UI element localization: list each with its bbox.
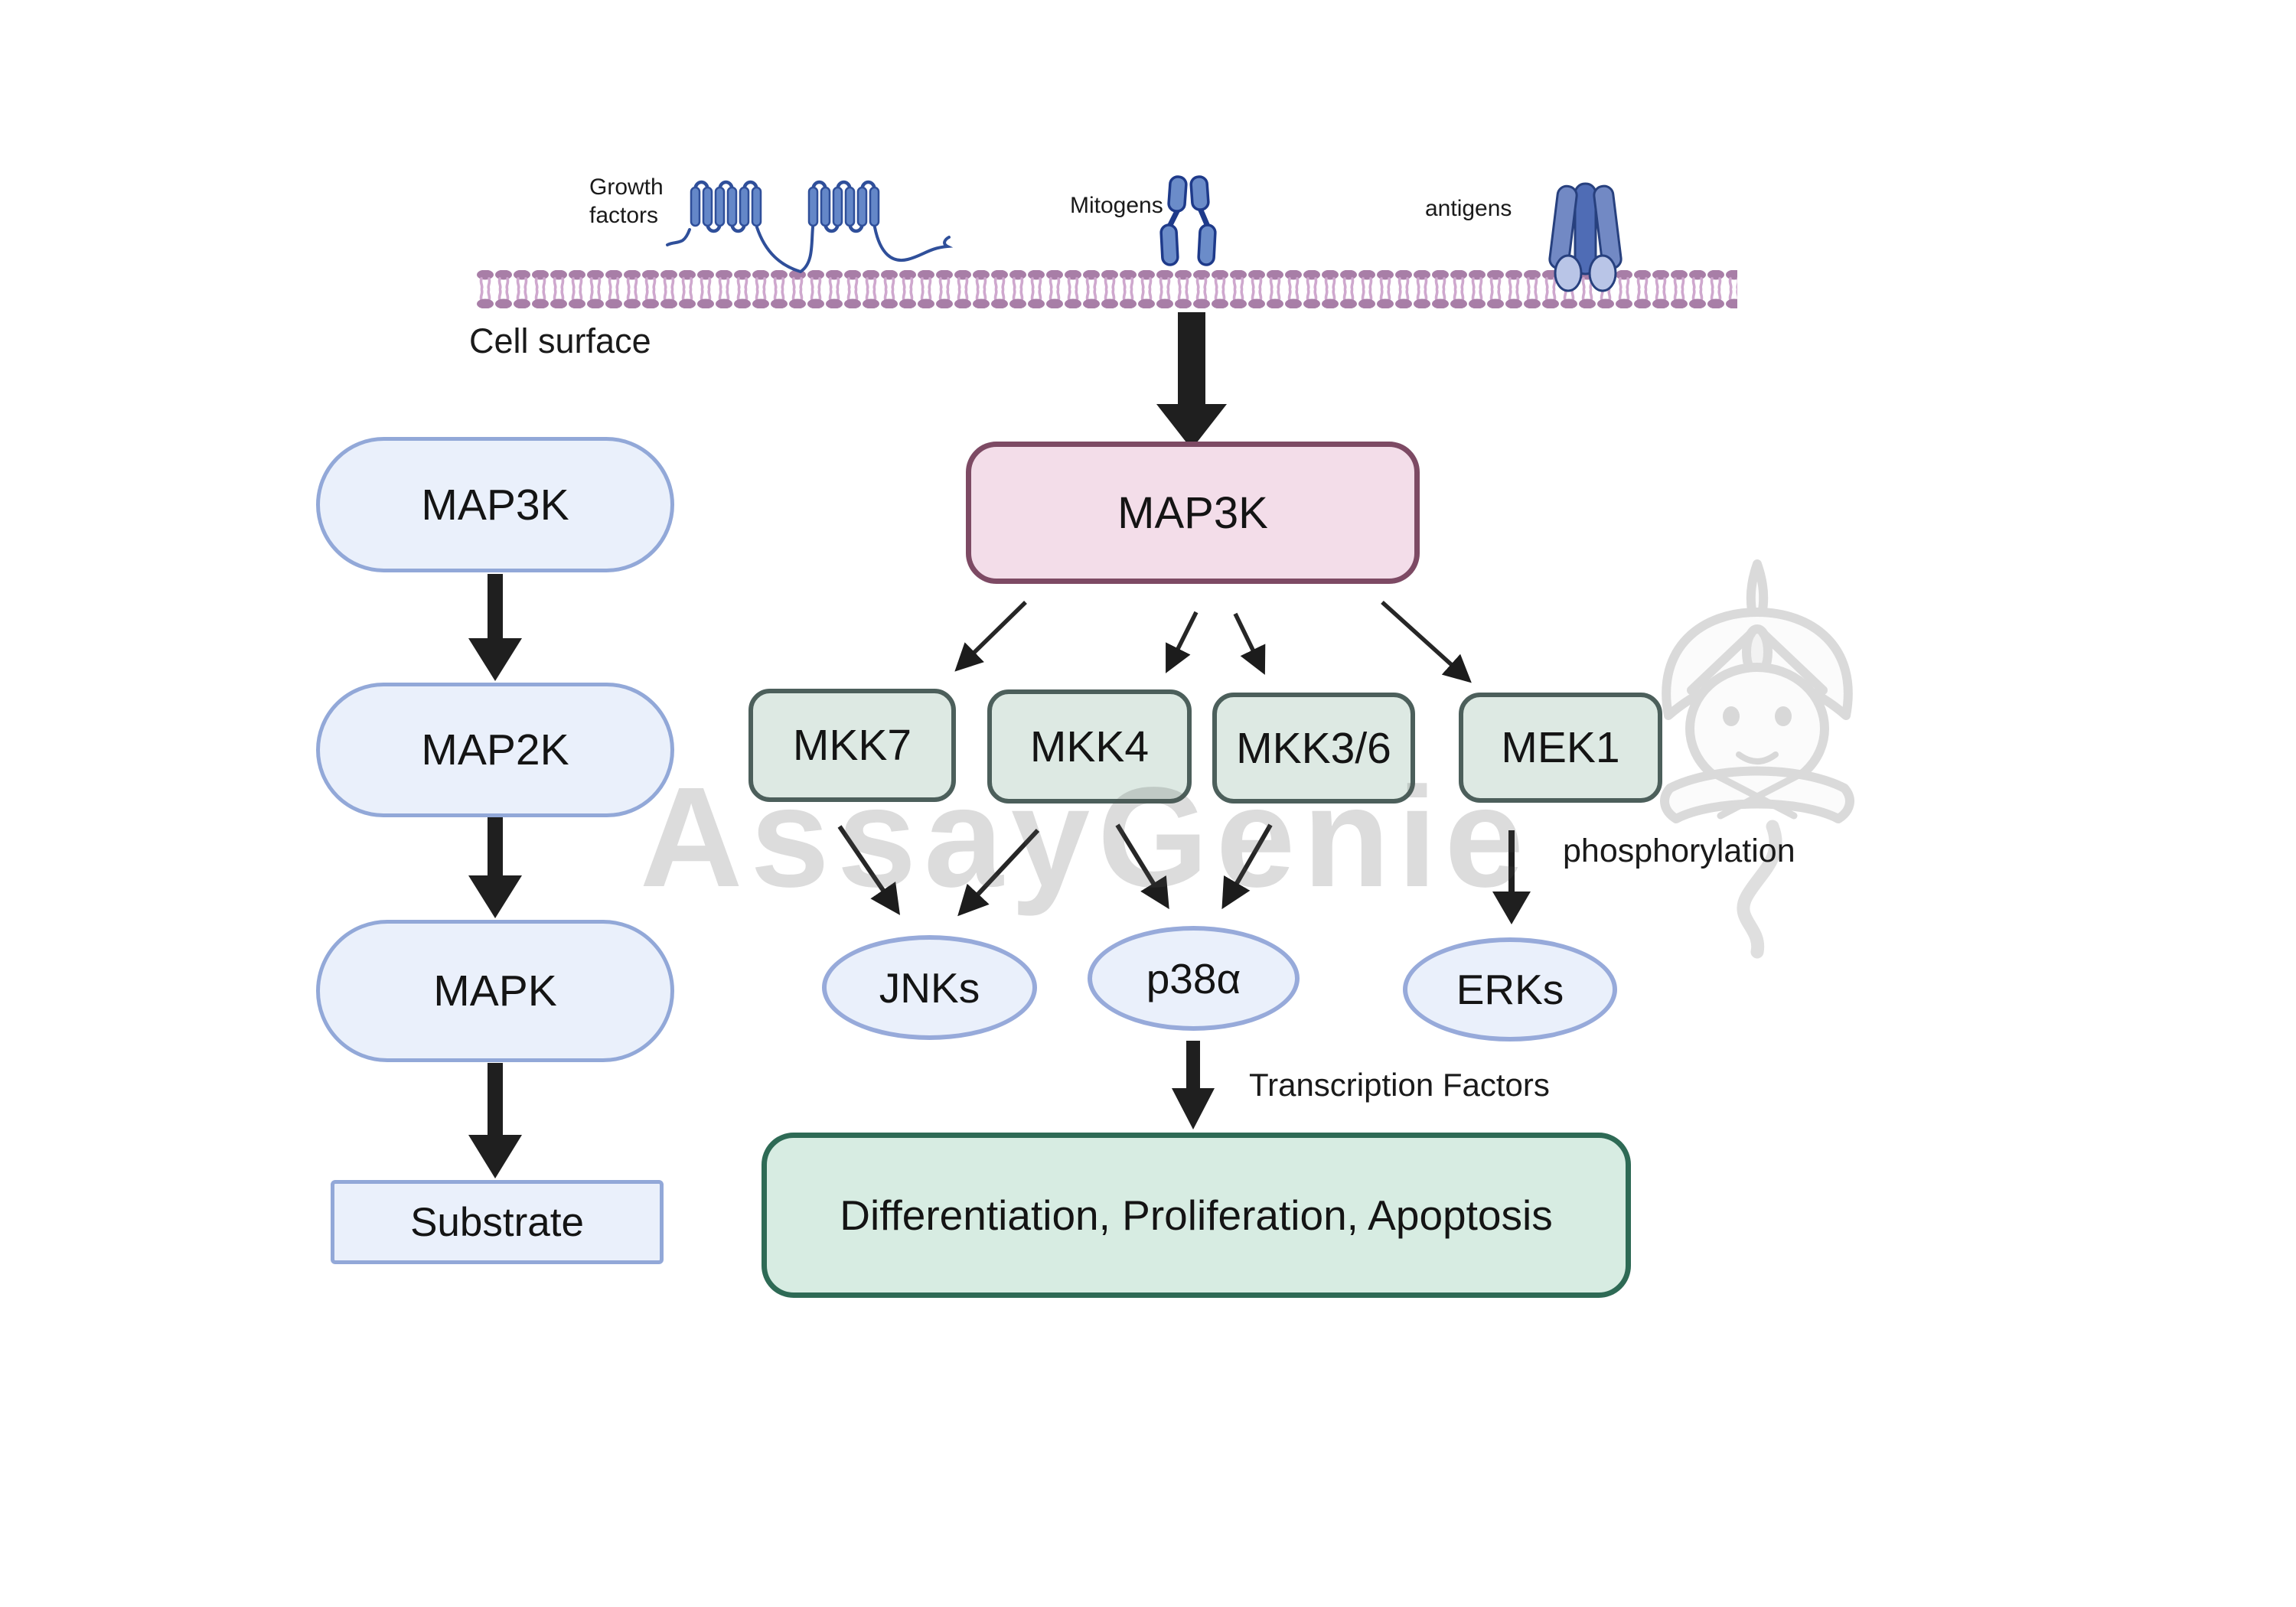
antigen-receptor-icon — [1548, 182, 1623, 292]
map3k-node: MAP3K — [966, 442, 1420, 584]
kinase-to-effector-arrows — [837, 823, 1273, 917]
map3k-to-kinase-arrows — [954, 600, 1472, 683]
p38a-node: p38α — [1088, 926, 1300, 1031]
mitogens-label: Mitogens — [1070, 193, 1163, 218]
growth-factors-label: Growth factors — [589, 174, 664, 228]
mkk4-node: MKK4 — [987, 689, 1192, 804]
cell-membrane — [476, 270, 1737, 308]
antigens-label: antigens — [1425, 196, 1512, 221]
phosphorylation-label: phosphorylation — [1563, 833, 1795, 869]
substrate-node: Substrate — [331, 1180, 664, 1264]
growth-factor-receptor-icon — [666, 180, 954, 274]
cascade-arrows — [468, 312, 1531, 1178]
mkk7-node: MKK7 — [748, 689, 956, 802]
genie-icon — [1660, 559, 1854, 959]
cell-surface-label: Cell surface — [469, 321, 651, 360]
mek1-node: MEK1 — [1459, 693, 1662, 803]
erks-node: ERKs — [1403, 937, 1617, 1041]
generic-mapk-node: MAPK — [316, 920, 674, 1062]
mkk3-6-node: MKK3/6 — [1212, 693, 1415, 804]
outcome-node: Differentiation, Proliferation, Apoptosi… — [762, 1133, 1631, 1298]
jnks-node: JNKs — [822, 935, 1037, 1040]
mitogen-icon — [1159, 175, 1217, 266]
generic-map3k-node: MAP3K — [316, 437, 674, 572]
generic-map2k-node: MAP2K — [316, 683, 674, 817]
transcription-factors-label: Transcription Factors — [1249, 1067, 1550, 1103]
